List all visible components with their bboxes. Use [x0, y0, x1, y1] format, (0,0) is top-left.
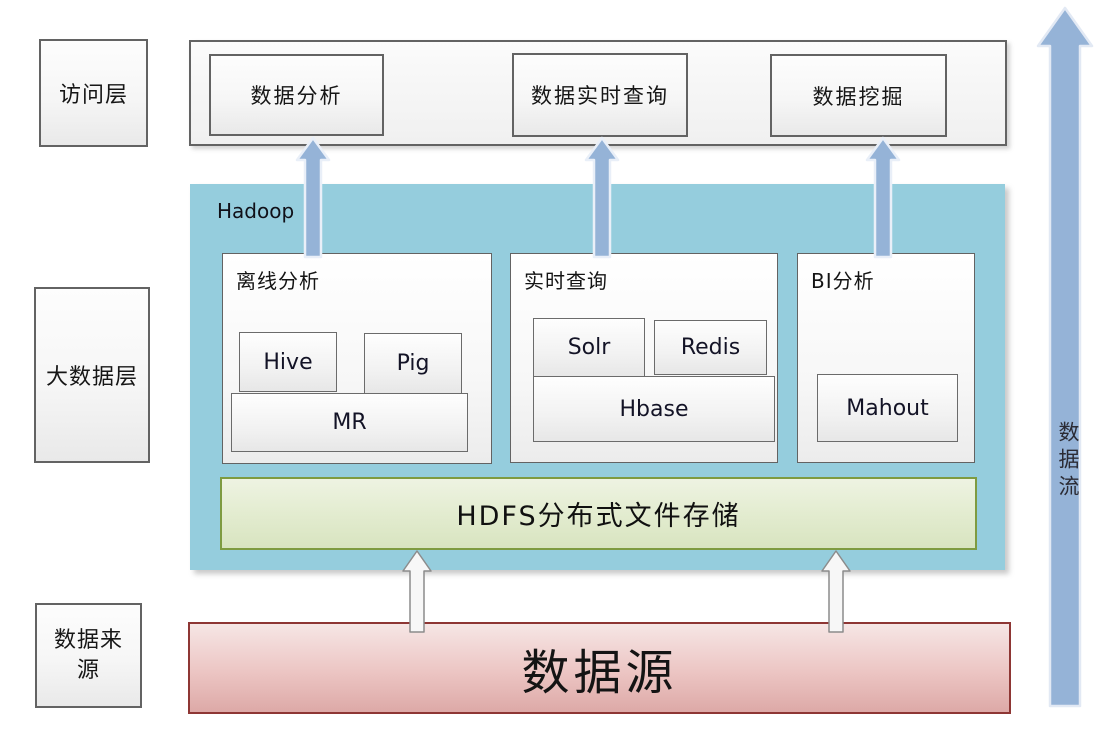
layer-box-datasource: 数据来源: [35, 603, 142, 708]
arrow-source-to-hdfs-right: [821, 550, 851, 633]
layer-label-datasource: 数据来源: [53, 627, 123, 683]
box-data-analysis: 数据分析: [209, 54, 384, 136]
box-mahout: Mahout: [817, 374, 958, 442]
hadoop-title: Hadoop: [217, 199, 295, 223]
box-redis: Redis: [654, 320, 767, 375]
group-offline-analysis-title: 离线分析: [236, 269, 320, 293]
box-solr: Solr: [533, 318, 645, 377]
datasource-label: 数据源: [521, 645, 678, 701]
arrow-bi-to-mining: [865, 136, 901, 259]
box-solr-label: Solr: [567, 335, 611, 360]
layer-label-access: 访问层: [58, 83, 128, 108]
box-pig-label: Pig: [396, 351, 430, 376]
box-mahout-label: Mahout: [846, 395, 929, 421]
group-bi-analysis-title: BI分析: [811, 269, 875, 293]
arrow-source-to-hdfs-left: [402, 550, 432, 633]
box-hbase: Hbase: [533, 376, 775, 442]
dataflow-arrow: [1036, 6, 1094, 708]
datasource-bar: 数据源: [188, 622, 1011, 714]
box-redis-label: Redis: [680, 335, 741, 360]
layer-label-bigdata: 大数据层: [45, 365, 138, 390]
box-data-mining-label: 数据挖掘: [812, 84, 905, 109]
dataflow-label: 数据流: [1056, 421, 1080, 502]
hdfs-label: HDFS分布式文件存储: [456, 501, 741, 532]
hdfs-bar: HDFS分布式文件存储: [220, 477, 977, 550]
box-hbase-label: Hbase: [619, 396, 689, 422]
layer-box-access: 访问层: [39, 39, 148, 147]
arrow-offline-to-analysis: [295, 136, 331, 259]
box-data-mining: 数据挖掘: [770, 54, 947, 137]
box-data-analysis-label: 数据分析: [250, 84, 343, 108]
box-mr: MR: [231, 393, 468, 452]
group-realtime-query-title: 实时查询: [524, 269, 608, 293]
box-data-realtime-query-label: 数据实时查询: [531, 84, 669, 108]
box-mr-label: MR: [332, 410, 367, 435]
box-hive: Hive: [239, 332, 337, 392]
layer-box-bigdata: 大数据层: [34, 287, 150, 463]
box-data-realtime-query: 数据实时查询: [512, 53, 688, 137]
arrow-realtime-to-query: [584, 136, 620, 259]
box-hive-label: Hive: [263, 349, 313, 375]
